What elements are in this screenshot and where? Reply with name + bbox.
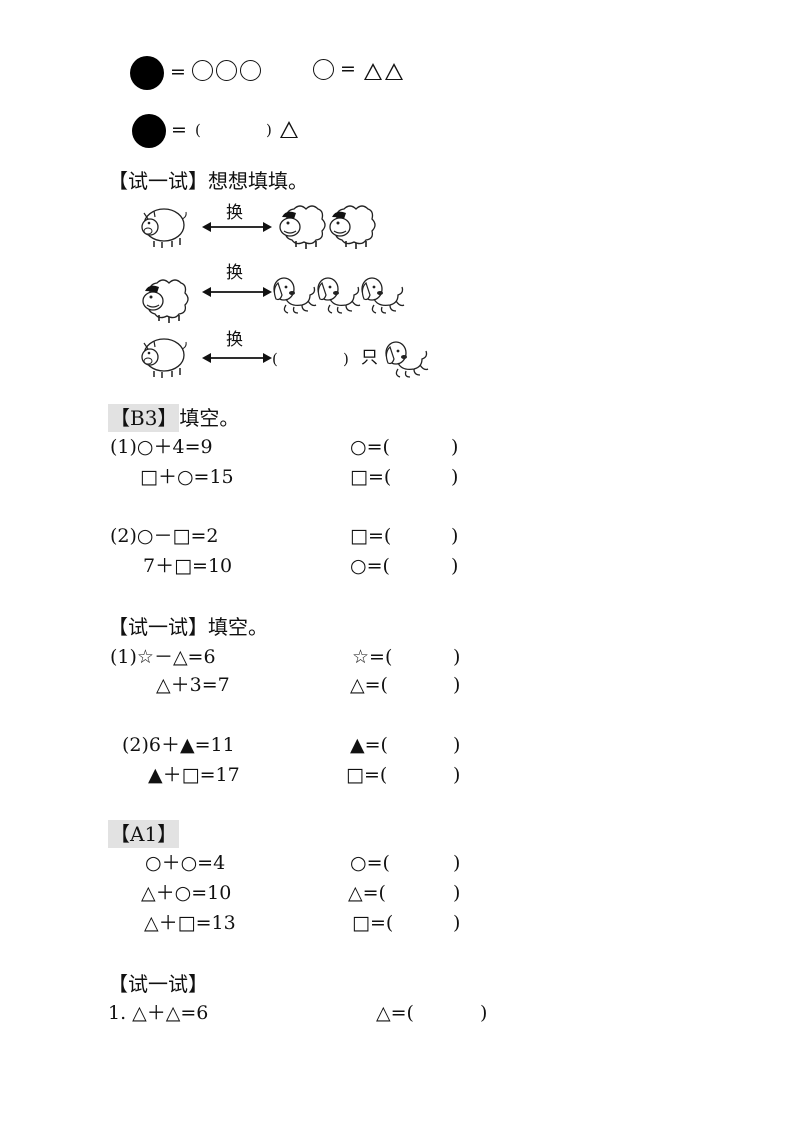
circle-equals bbox=[313, 59, 337, 80]
answer-close: ) bbox=[453, 646, 461, 668]
triangle-icon bbox=[385, 62, 403, 80]
triangle-icon bbox=[364, 62, 382, 80]
blank-open: ( bbox=[195, 121, 201, 139]
answer-close: ) bbox=[451, 466, 459, 488]
section-heading: 【B3】填空。 bbox=[108, 404, 240, 432]
sheep-icon bbox=[329, 205, 376, 250]
exchange-diagram bbox=[141, 205, 429, 379]
section-heading: 【试一试】填空。 bbox=[108, 615, 268, 639]
answer-prompt: □=( bbox=[350, 525, 392, 547]
blank-close: ) bbox=[343, 350, 349, 368]
answer-prompt: △=( bbox=[350, 674, 388, 696]
answer-prompt: ☆=( bbox=[352, 646, 393, 668]
dog-icon bbox=[273, 277, 317, 314]
exchange-arrow-icon bbox=[201, 221, 273, 233]
equation: (1)☆－△=6 bbox=[110, 646, 216, 668]
equation: ○＋○=4 bbox=[145, 852, 226, 874]
answer-close: ) bbox=[453, 764, 461, 786]
equation: 1. △＋△=6 bbox=[108, 1002, 209, 1024]
answer-prompt: □=( bbox=[350, 466, 392, 488]
exchange-label: 换 bbox=[226, 330, 243, 350]
eq-sign: = bbox=[340, 58, 356, 80]
exchange-arrow-icon bbox=[201, 286, 273, 298]
answer-close: ) bbox=[453, 912, 461, 934]
equation: △＋3=7 bbox=[156, 674, 230, 696]
filled-circle-icon bbox=[132, 114, 166, 148]
unit-label: 只 bbox=[361, 348, 378, 368]
section-heading: 【A1】 bbox=[108, 820, 180, 848]
answer-prompt: ○=( bbox=[350, 436, 390, 458]
answer-prompt: ○=( bbox=[350, 852, 390, 874]
section-heading: 【试一试】想想填填。 bbox=[108, 169, 308, 193]
answer-close: ) bbox=[451, 436, 459, 458]
section-title: 填空。 bbox=[179, 406, 240, 430]
answer-close: ) bbox=[480, 1002, 488, 1024]
exchange-arrow-icon bbox=[201, 352, 273, 364]
equation: △＋□=13 bbox=[144, 912, 236, 934]
two-triangles bbox=[364, 61, 406, 80]
answer-prompt: □=( bbox=[346, 764, 388, 786]
circle-icon bbox=[192, 60, 213, 81]
exchange-label: 换 bbox=[226, 203, 243, 223]
equation: □＋○=15 bbox=[140, 466, 234, 488]
answer-close: ) bbox=[451, 555, 459, 577]
answer-close: ) bbox=[453, 882, 461, 904]
equation: (2)6＋▲=11 bbox=[122, 734, 235, 756]
dog-icon bbox=[317, 277, 361, 314]
pig-icon bbox=[141, 208, 187, 249]
section-tag: 【A1】 bbox=[108, 820, 180, 848]
eq-sign: = bbox=[171, 119, 187, 141]
answer-prompt: △=( bbox=[348, 882, 386, 904]
answer-prompt: △=( bbox=[376, 1002, 414, 1024]
blank-open: ( bbox=[272, 350, 278, 368]
circle-icon bbox=[216, 60, 237, 81]
sheep-icon bbox=[142, 279, 189, 324]
dog-icon bbox=[385, 341, 429, 378]
equation: (2)○－□=2 bbox=[110, 525, 219, 547]
answer-close: ) bbox=[453, 674, 461, 696]
equation: △＋○=10 bbox=[141, 882, 232, 904]
section-tag: 【B3】 bbox=[108, 404, 180, 432]
answer-prompt: ▲=( bbox=[350, 734, 388, 756]
sheep-icon bbox=[279, 205, 326, 250]
blank-close: ) bbox=[266, 121, 272, 139]
eq-sign: = bbox=[170, 61, 186, 83]
circle-icon bbox=[240, 60, 261, 81]
equation: ▲＋□=17 bbox=[148, 764, 240, 786]
answer-close: ) bbox=[451, 525, 459, 547]
three-circles bbox=[192, 60, 264, 81]
filled-circle-icon bbox=[130, 56, 164, 90]
section-heading: 【试一试】 bbox=[108, 972, 208, 996]
triangle-icon bbox=[280, 120, 298, 138]
answer-close: ) bbox=[453, 734, 461, 756]
answer-prompt: □=( bbox=[352, 912, 394, 934]
exchange-label: 换 bbox=[226, 263, 243, 283]
equation: (1)○＋4=9 bbox=[110, 436, 213, 458]
dog-icon bbox=[361, 277, 405, 314]
circle-icon bbox=[313, 59, 334, 80]
triangle-answer bbox=[280, 119, 301, 138]
pig-icon bbox=[141, 338, 187, 379]
equation: 7＋□=10 bbox=[143, 555, 233, 577]
answer-prompt: ○=( bbox=[350, 555, 390, 577]
answer-close: ) bbox=[453, 852, 461, 874]
